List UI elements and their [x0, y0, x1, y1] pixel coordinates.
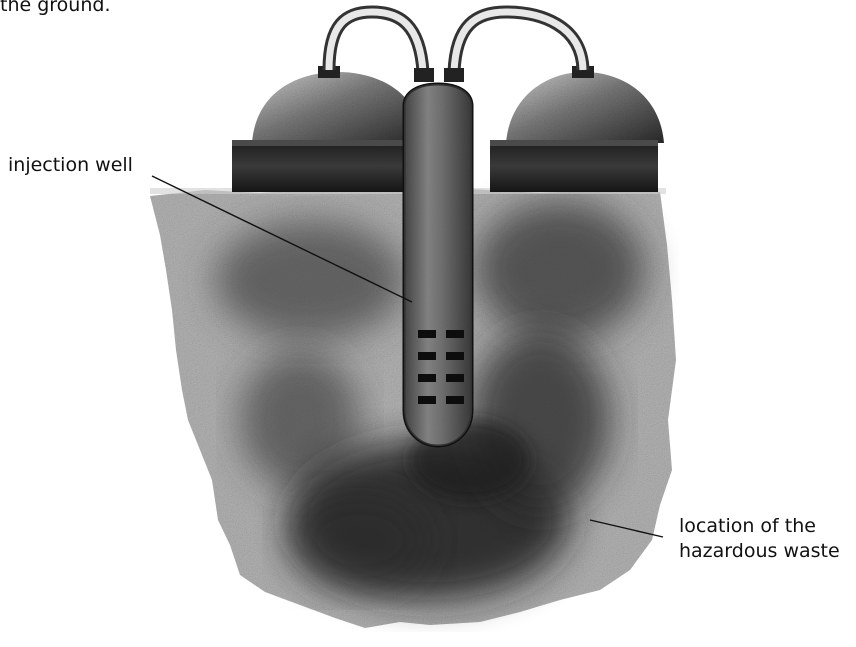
- right-dome-unit: [490, 66, 664, 192]
- injection-well-tube: [404, 84, 472, 446]
- injection-well-label: injection well: [8, 153, 133, 178]
- hazardous-waste-label-line1: location of the: [679, 514, 840, 539]
- hoses: [329, 12, 583, 82]
- hazardous-waste-label-line2: hazardous waste: [679, 539, 840, 564]
- hazardous-waste-label: location of the hazardous waste: [679, 514, 840, 564]
